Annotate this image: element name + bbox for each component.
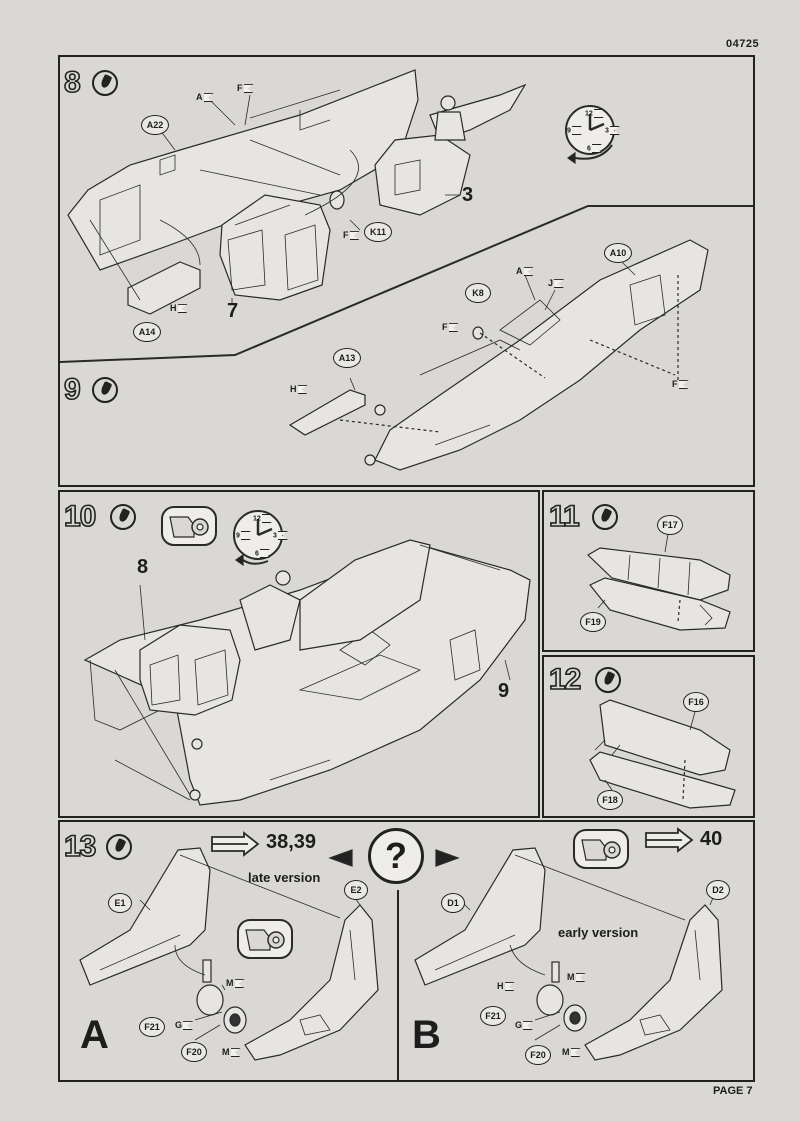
part-tag-h: H — [497, 981, 515, 991]
tape-icon — [573, 829, 629, 869]
clock-number-3: 3 — [605, 126, 620, 135]
part-tag-m: M — [226, 978, 245, 988]
part-tag-f: F — [672, 379, 689, 389]
step-11-frame — [542, 490, 755, 652]
part-callout-a13: A13 — [333, 348, 361, 368]
part-tag-g: G — [515, 1020, 533, 1030]
step-8-9-frame — [58, 55, 755, 487]
step-13-divider — [397, 890, 399, 1082]
variant-a-label: A — [80, 1013, 109, 1057]
part-tag-g: G — [175, 1020, 193, 1030]
part-tag-f: F — [237, 83, 254, 93]
part-tag-a: A — [196, 92, 214, 102]
clock-number-12: 12 — [585, 109, 604, 118]
subassembly-ref-3: 3 — [462, 184, 474, 206]
part-callout-e1: E1 — [108, 893, 132, 913]
glue-icon — [110, 504, 136, 530]
glue-icon — [106, 834, 132, 860]
glue-icon — [592, 504, 618, 530]
step-10-number: 10 — [63, 500, 97, 533]
subassembly-ref-7: 7 — [227, 300, 239, 322]
step-10-frame — [58, 490, 540, 818]
part-callout-f16: F16 — [683, 692, 709, 712]
tape-icon — [161, 506, 217, 546]
part-callout-d2: D2 — [706, 880, 730, 900]
step-ref-a: 38,39 — [266, 831, 317, 853]
part-callout-f21: F21 — [480, 1006, 506, 1026]
early-version-label: early version — [558, 925, 639, 940]
step-13-number: 13 — [63, 830, 97, 863]
step-12-number: 12 — [548, 663, 582, 696]
part-callout-k8: K8 — [465, 283, 491, 303]
part-tag-f: F — [442, 322, 459, 332]
part-callout-a22: A22 — [141, 115, 169, 135]
glue-icon — [92, 70, 118, 96]
part-callout-f20: F20 — [181, 1042, 207, 1062]
clock-number-9: 9 — [236, 531, 251, 540]
go-to-step-arrow-icon — [645, 827, 694, 853]
part-tag-m: M — [567, 972, 586, 982]
page-number: PAGE 7 — [713, 1085, 753, 1097]
part-callout-k11: K11 — [364, 222, 392, 242]
part-callout-a10: A10 — [604, 243, 632, 263]
late-version-label: late version — [248, 870, 321, 885]
step-12-frame — [542, 655, 755, 818]
variant-b-label: B — [412, 1013, 441, 1057]
document-code: 04725 — [726, 38, 760, 50]
part-callout-f19: F19 — [580, 612, 606, 632]
part-callout-d1: D1 — [441, 893, 465, 913]
step-13-frame — [58, 820, 755, 1082]
subassembly-ref-8: 8 — [137, 556, 149, 578]
part-tag-h: H — [290, 384, 308, 394]
part-callout-f20: F20 — [525, 1045, 551, 1065]
clock-number-6: 6 — [587, 144, 602, 153]
clock-number-9: 9 — [567, 126, 582, 135]
tape-icon — [237, 919, 293, 959]
step-8-number: 8 — [63, 66, 81, 99]
step-9-number: 9 — [63, 373, 81, 406]
glue-icon — [92, 377, 118, 403]
part-tag-m: M — [222, 1047, 241, 1057]
question-icon: ? — [368, 828, 424, 884]
part-callout-e2: E2 — [344, 880, 368, 900]
part-tag-a: A — [516, 266, 534, 276]
go-to-step-arrow-icon — [211, 831, 260, 857]
part-callout-f17: F17 — [657, 515, 683, 535]
part-callout-f18: F18 — [597, 790, 623, 810]
glue-icon — [595, 667, 621, 693]
part-callout-a14: A14 — [133, 322, 161, 342]
part-tag-h: H — [170, 303, 188, 313]
clock-number-3: 3 — [273, 531, 288, 540]
step-ref-b: 40 — [700, 828, 723, 850]
choice-arrows-icon — [328, 849, 460, 867]
part-tag-j: J — [548, 278, 564, 288]
part-tag-f: F — [343, 230, 360, 240]
clock-number-12: 12 — [253, 514, 272, 523]
clock-number-6: 6 — [255, 549, 270, 558]
part-tag-m: M — [562, 1047, 581, 1057]
subassembly-ref-9: 9 — [498, 680, 510, 702]
step-11-number: 11 — [548, 500, 580, 533]
part-callout-f21: F21 — [139, 1017, 165, 1037]
